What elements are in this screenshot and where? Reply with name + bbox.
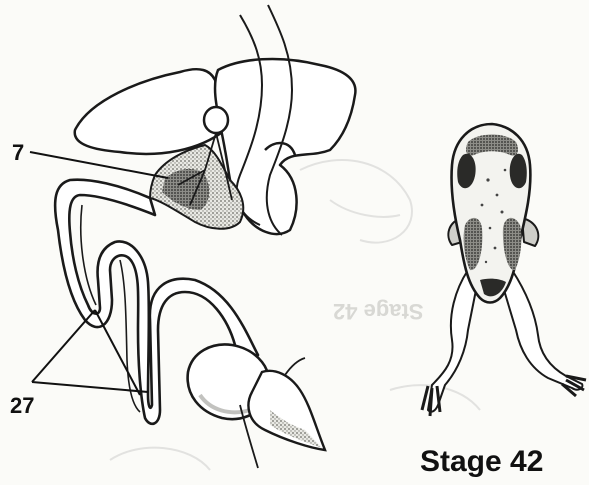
callout-label-27: 27: [10, 393, 34, 419]
gallbladder: [204, 107, 228, 133]
liver-lobe-left: [75, 69, 227, 154]
froglet-stage-42: [422, 124, 586, 416]
bleed-through-caption: Stage 42: [333, 298, 424, 324]
cloacal-line-2: [285, 358, 305, 375]
froglet-right-hind-leg: [504, 270, 582, 390]
callout-label-7: 7: [12, 140, 24, 166]
spleen-tip: [248, 371, 325, 450]
froglet-left-foot: [422, 386, 440, 416]
stage-caption: Stage 42: [420, 445, 543, 479]
leader-line-7: [30, 152, 168, 178]
